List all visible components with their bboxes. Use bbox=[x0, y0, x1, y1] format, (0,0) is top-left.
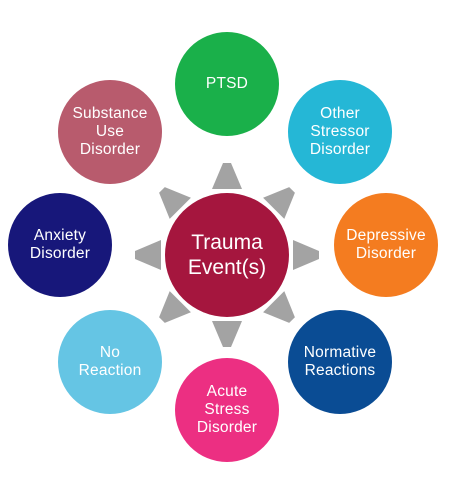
acute-stress-disorder-label: Acute Stress Disorder bbox=[196, 383, 258, 436]
arrow-up-icon bbox=[212, 163, 242, 189]
substance-use-disorder-circle: Substance Use Disorder bbox=[58, 80, 162, 184]
substance-use-disorder-label: Substance Use Disorder bbox=[72, 105, 148, 158]
anxiety-disorder-circle: Anxiety Disorder bbox=[8, 193, 112, 297]
arrow-down-icon bbox=[212, 321, 242, 347]
trauma-event-label: Trauma Event(s) bbox=[187, 231, 267, 279]
ptsd-circle: PTSD bbox=[175, 32, 279, 136]
depressive-disorder-circle: Depressive Disorder bbox=[334, 193, 438, 297]
other-stressor-disorder-label: Other Stressor Disorder bbox=[309, 105, 371, 158]
trauma-event-circle: Trauma Event(s) bbox=[165, 193, 289, 317]
anxiety-disorder-label: Anxiety Disorder bbox=[29, 227, 91, 262]
normative-reactions-circle: Normative Reactions bbox=[288, 310, 392, 414]
arrow-down-right-icon bbox=[263, 291, 295, 323]
arrow-down-left-icon bbox=[159, 291, 191, 323]
ptsd-label: PTSD bbox=[205, 75, 249, 92]
arrow-up-right-icon bbox=[263, 187, 295, 219]
arrow-right-icon bbox=[293, 240, 319, 270]
normative-reactions-label: Normative Reactions bbox=[303, 344, 377, 379]
arrow-left-icon bbox=[135, 240, 161, 270]
arrow-up-left-icon bbox=[159, 187, 191, 219]
acute-stress-disorder-circle: Acute Stress Disorder bbox=[175, 358, 279, 462]
depressive-disorder-label: Depressive Disorder bbox=[346, 227, 426, 262]
no-reaction-circle: No Reaction bbox=[58, 310, 162, 414]
no-reaction-label: No Reaction bbox=[78, 344, 142, 379]
other-stressor-disorder-circle: Other Stressor Disorder bbox=[288, 80, 392, 184]
